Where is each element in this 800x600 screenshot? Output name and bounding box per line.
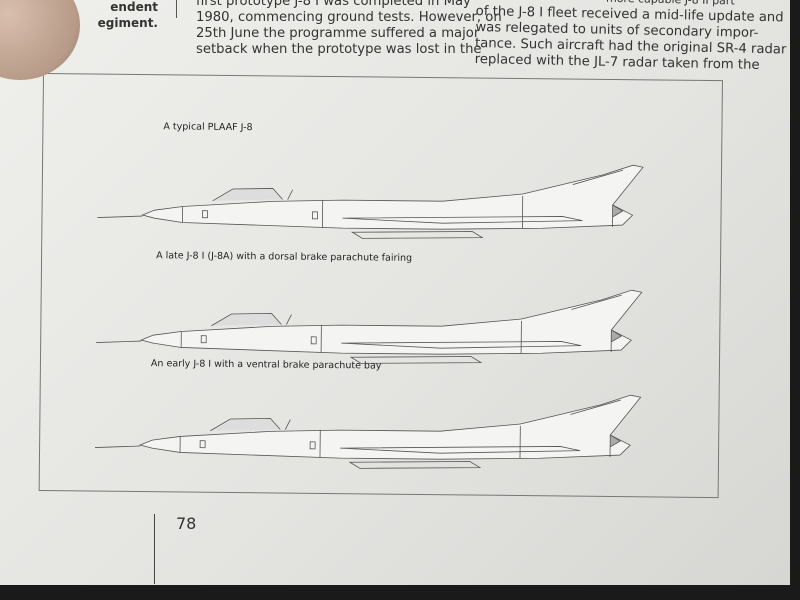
book-page: endent egiment. first prototype J-8 I wa… (0, 0, 790, 585)
text-line: 1980, commencing ground tests. However, … (196, 10, 502, 25)
text-column-left: first prototype J-8 I was completed in M… (196, 0, 502, 58)
side-note-line: endent (110, 0, 158, 14)
text-line: first prototype J-8 I was completed in M… (196, 0, 471, 9)
page-number: 78 (176, 514, 197, 533)
aircraft-j8-early (94, 389, 642, 472)
side-note-line: egiment. (97, 16, 158, 30)
column-rule (176, 0, 177, 18)
aircraft-drawings (94, 159, 644, 472)
text-line: 25th June the programme suffered a major (196, 26, 480, 41)
aircraft-j8-typical (96, 159, 644, 242)
aircraft-j8a-late (95, 284, 643, 367)
folio-rule (154, 514, 155, 584)
illustration-panel: A typical PLAAF J-8 A late J-8 I (J-8A) … (38, 73, 723, 499)
text-line: setback when the prototype was lost in t… (196, 42, 482, 57)
text-column-right: more capable J-8 II part of the J-8 I fl… (475, 0, 788, 75)
